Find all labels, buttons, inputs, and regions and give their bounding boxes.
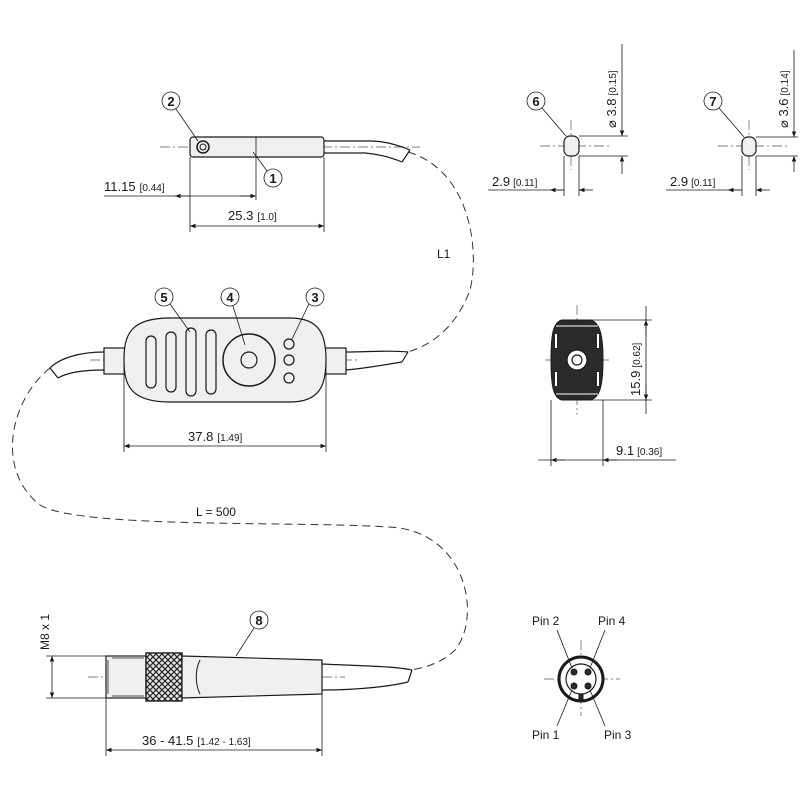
callout-1: 1 xyxy=(252,151,283,188)
dim-head6-diameter: ⌀ 3.8[0.15] xyxy=(604,70,619,128)
svg-text:7: 7 xyxy=(709,94,716,109)
dim-amp-height: 15.9[0.62] xyxy=(628,342,643,396)
dim-sensor-length: 25.3[1.0] xyxy=(228,208,277,223)
dim-amp-depth: 9.1[0.36] xyxy=(616,443,662,458)
sensor-head xyxy=(104,136,420,232)
callout-3: 3 xyxy=(291,287,325,340)
callout-2: 2 xyxy=(161,91,199,142)
pin-2-label: Pin 2 xyxy=(532,614,560,628)
head-view-7 xyxy=(666,50,798,196)
pin-layout xyxy=(544,629,620,727)
svg-text:2: 2 xyxy=(167,94,174,109)
label-cable-l1: L1 xyxy=(437,247,451,261)
dim-amp-length: 37.8[1.49] xyxy=(188,429,243,444)
pin-4-label: Pin 4 xyxy=(598,614,626,628)
callout-6: 6 xyxy=(526,91,567,137)
dim-head7-width: 2.9[0.11] xyxy=(670,174,716,189)
dim-sensor-offset: 11.15[0.44] xyxy=(104,179,165,194)
callout-5: 5 xyxy=(154,287,191,333)
amplifier xyxy=(49,317,409,452)
svg-text:5: 5 xyxy=(160,290,167,305)
m8-connector xyxy=(46,652,413,756)
label-cable-l: L = 500 xyxy=(196,505,236,519)
svg-text:1: 1 xyxy=(269,171,276,186)
dim-connector-length: 36 - 41.5[1.42 - 1.63] xyxy=(142,733,251,748)
dim-head6-width: 2.9[0.11] xyxy=(492,174,538,189)
label-thread: M8 x 1 xyxy=(38,614,52,650)
pin-1-label: Pin 1 xyxy=(532,728,560,742)
pin-3-label: Pin 3 xyxy=(604,728,632,742)
svg-text:11.15[0.44]: 11.15[0.44] xyxy=(104,179,165,194)
svg-text:3: 3 xyxy=(311,290,318,305)
svg-text:25.3[1.0]: 25.3[1.0] xyxy=(228,208,277,223)
callout-8: 8 xyxy=(235,610,269,657)
dim-head7-diameter: ⌀ 3.6[0.14] xyxy=(776,70,791,128)
svg-text:8: 8 xyxy=(255,613,262,628)
cable-l1 xyxy=(407,151,474,353)
svg-text:6: 6 xyxy=(532,94,539,109)
head-view-6 xyxy=(488,44,628,196)
callout-4: 4 xyxy=(220,287,246,346)
svg-text:4: 4 xyxy=(226,290,234,305)
amplifier-side-view xyxy=(538,305,676,466)
callout-7: 7 xyxy=(703,91,745,138)
cable-l xyxy=(11,367,468,671)
